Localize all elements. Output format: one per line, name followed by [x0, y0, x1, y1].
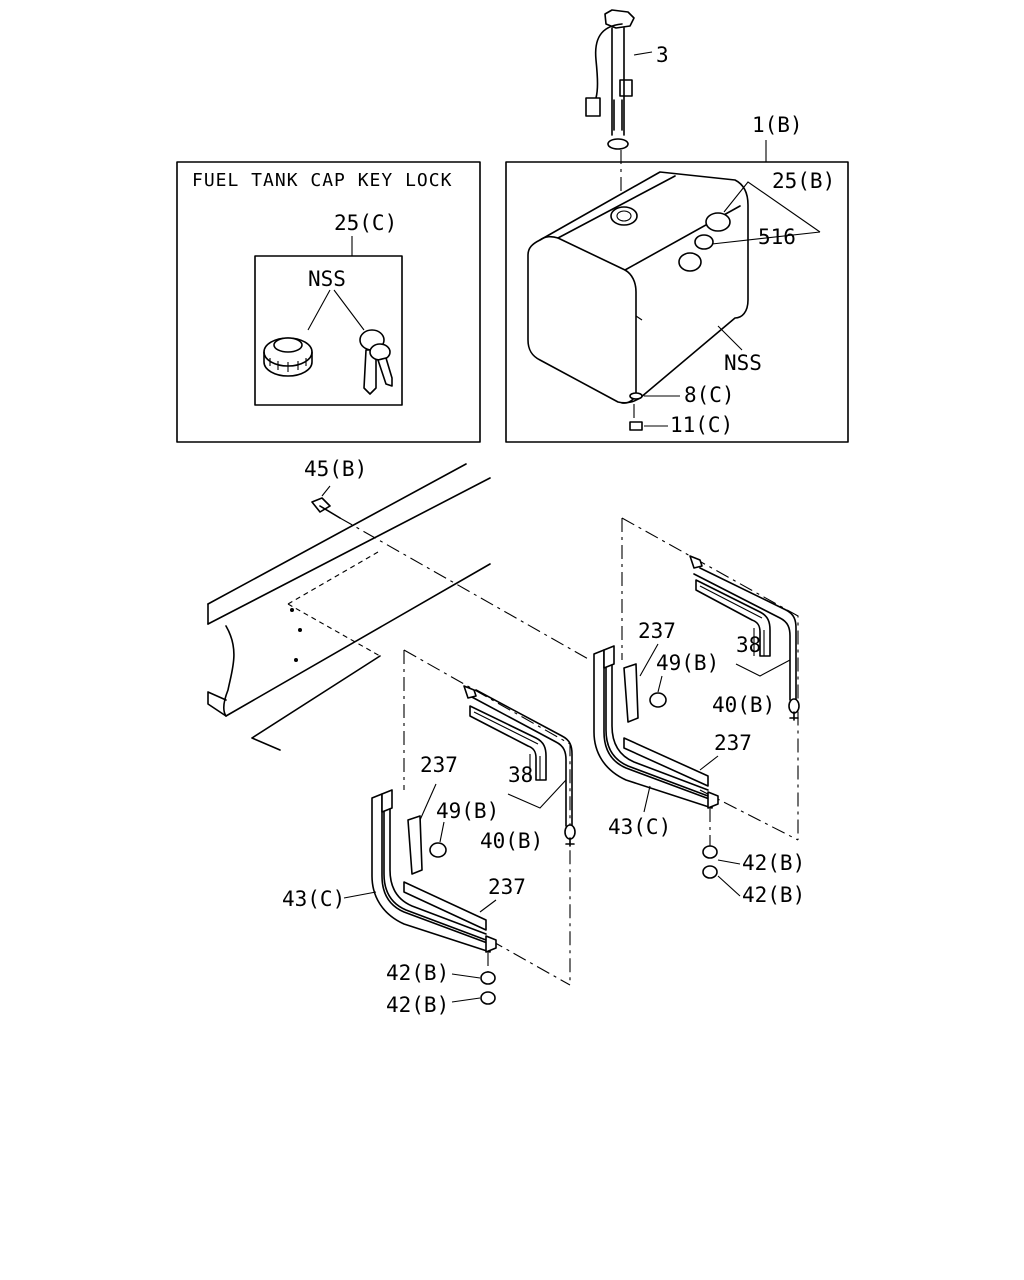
fuel-sender-unit: [585, 9, 653, 150]
label-left-42b-1: 42(B): [386, 961, 449, 985]
label-left-40b: 40(B): [480, 829, 543, 853]
frame-rail: [207, 463, 591, 751]
right-bracket-assembly: [593, 517, 800, 897]
label-left-38: 38: [508, 763, 533, 787]
label-right-38: 38: [736, 633, 761, 657]
label-left-42b-2: 42(B): [386, 993, 449, 1017]
key-icon: [359, 329, 393, 395]
label-right-49b: 49(B): [656, 651, 719, 675]
label-left-49b: 49(B): [436, 799, 499, 823]
label-3: 3: [656, 43, 669, 67]
label-right-42b-1: 42(B): [742, 851, 805, 875]
label-nss-cap: NSS: [308, 267, 346, 291]
key-lock-title: FUEL TANK CAP KEY LOCK: [192, 170, 452, 191]
label-1b: 1(B): [752, 113, 803, 137]
label-left-237-lower: 237: [488, 875, 526, 899]
label-25c: 25(C): [334, 211, 397, 235]
label-11c: 11(C): [670, 413, 733, 437]
label-right-40b: 40(B): [712, 693, 775, 717]
left-bracket-assembly: [343, 649, 576, 1005]
label-right-237-lower: 237: [714, 731, 752, 755]
label-516: 516: [758, 225, 796, 249]
label-25b: 25(B): [772, 169, 835, 193]
label-left-237-upper: 237: [420, 753, 458, 777]
label-nss-tank: NSS: [724, 351, 762, 375]
label-right-43c: 43(C): [608, 815, 671, 839]
label-45b: 45(B): [304, 457, 367, 481]
fuel-tank-inset: [505, 140, 849, 443]
label-right-42b-2: 42(B): [742, 883, 805, 907]
key-lock-inset: [176, 161, 481, 443]
label-right-237-upper: 237: [638, 619, 676, 643]
label-8c: 8(C): [684, 383, 735, 407]
fuel-cap-icon: [263, 337, 313, 377]
label-left-43c: 43(C): [282, 887, 345, 911]
